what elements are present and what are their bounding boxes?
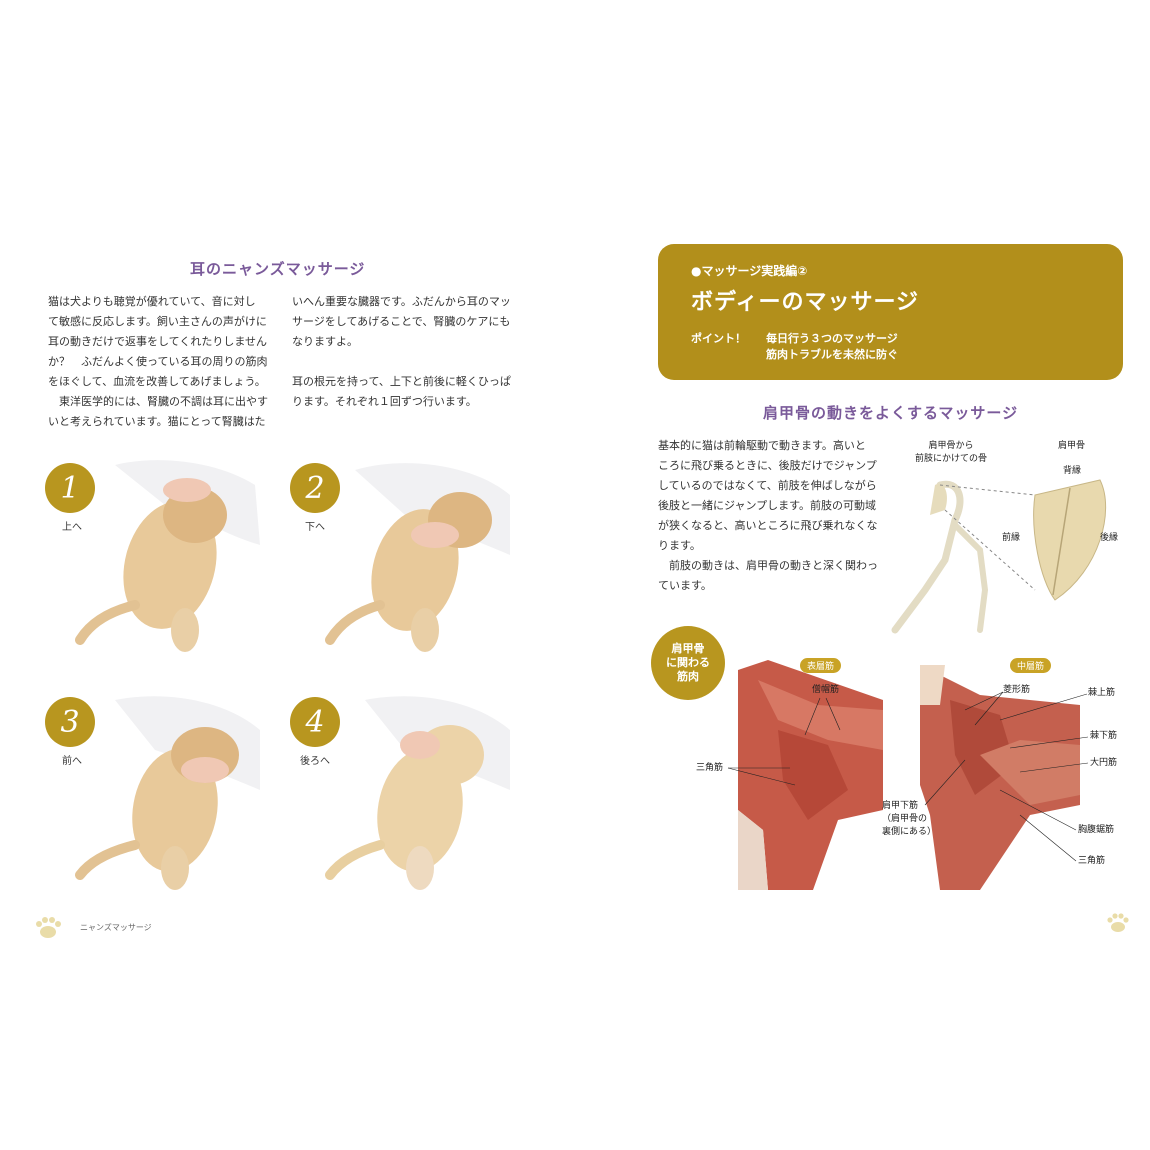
label-supraspinatus: 棘上筋 <box>1088 688 1116 698</box>
scapula-bone-illustration <box>891 479 1107 634</box>
cat-illustration-3 <box>75 696 260 890</box>
footer-chapter: ニャンズマッサージ <box>80 923 152 932</box>
paw-icon-right <box>1107 913 1129 932</box>
banner-kicker: ●マッサージ実践編② <box>691 264 808 278</box>
step-label-2: 下へ <box>305 522 325 533</box>
step-badge-4: 4 <box>290 697 340 747</box>
muscle-badge: 肩甲骨 に関わる 筋肉 <box>651 626 725 700</box>
label-rhomboid: 菱形筋 <box>1003 685 1031 695</box>
label-scapula: 肩甲骨 <box>1058 441 1086 451</box>
banner-point-label: ポイント！ <box>691 332 746 345</box>
cat-illustration-2 <box>325 463 510 652</box>
label-subscapularis: 肩甲下筋 （肩甲骨の 裏側にある） <box>882 801 937 837</box>
step-badge-3: 3 <box>45 697 95 747</box>
cat-illustration-1 <box>75 460 260 652</box>
cat-illustration-4 <box>325 696 510 890</box>
step-label-1: 上へ <box>62 522 82 533</box>
label-spine-edge: 背縁 <box>1063 466 1082 476</box>
label-teres-major: 大円筋 <box>1090 758 1118 768</box>
surface-muscle-illustration <box>738 660 883 890</box>
banner-point-1: 毎日行う３つのマッサージ <box>766 332 898 345</box>
label-middle-deltoid: 三角筋 <box>1078 856 1106 866</box>
label-rear-edge: 後縁 <box>1100 533 1119 543</box>
label-surface-deltoid: 三角筋 <box>696 763 724 773</box>
step-label-3: 前へ <box>62 756 82 767</box>
left-section-title: 耳のニャンズマッサージ <box>190 260 366 278</box>
step-label-4: 後ろへ <box>300 756 330 767</box>
label-serratus: 胸腹鋸筋 <box>1078 825 1115 835</box>
label-bone-caption: 肩甲骨から 前肢にかけての骨 <box>915 441 988 464</box>
left-body-col2: いへん重要な臓器です。ふだんから耳のマッ サージをしてあげることで、腎臓のケアに… <box>292 295 511 408</box>
chapter-banner: ●マッサージ実践編② ボディーのマッサージ ポイント！ 毎日行う３つのマッサージ… <box>658 244 1123 380</box>
right-section-title: 肩甲骨の動きをよくするマッサージ <box>763 404 1019 422</box>
label-trapezius: 僧帽筋 <box>812 685 840 695</box>
banner-point-2: 筋肉トラブルを未然に防ぐ <box>766 348 898 361</box>
middle-muscle-illustration <box>920 665 1080 890</box>
step-badge-1: 1 <box>45 463 95 513</box>
surface-pill: 表層筋 <box>800 658 842 673</box>
label-infraspinatus: 棘下筋 <box>1090 731 1118 741</box>
label-front-edge: 前縁 <box>1002 533 1021 543</box>
paw-icon <box>36 917 61 938</box>
left-body-col1: 猫は犬よりも聴覚が優れていて、音に対し て敏感に反応します。飼い主さんの声がけに… <box>48 295 268 428</box>
right-body: 基本的に猫は前輪駆動で動きます。高いと ころに飛び乗るときに、後肢だけでジャンプ… <box>658 439 878 592</box>
step-badge-2: 2 <box>290 463 340 513</box>
banner-title: ボディーのマッサージ <box>691 290 920 315</box>
middle-pill: 中層筋 <box>1010 658 1052 673</box>
